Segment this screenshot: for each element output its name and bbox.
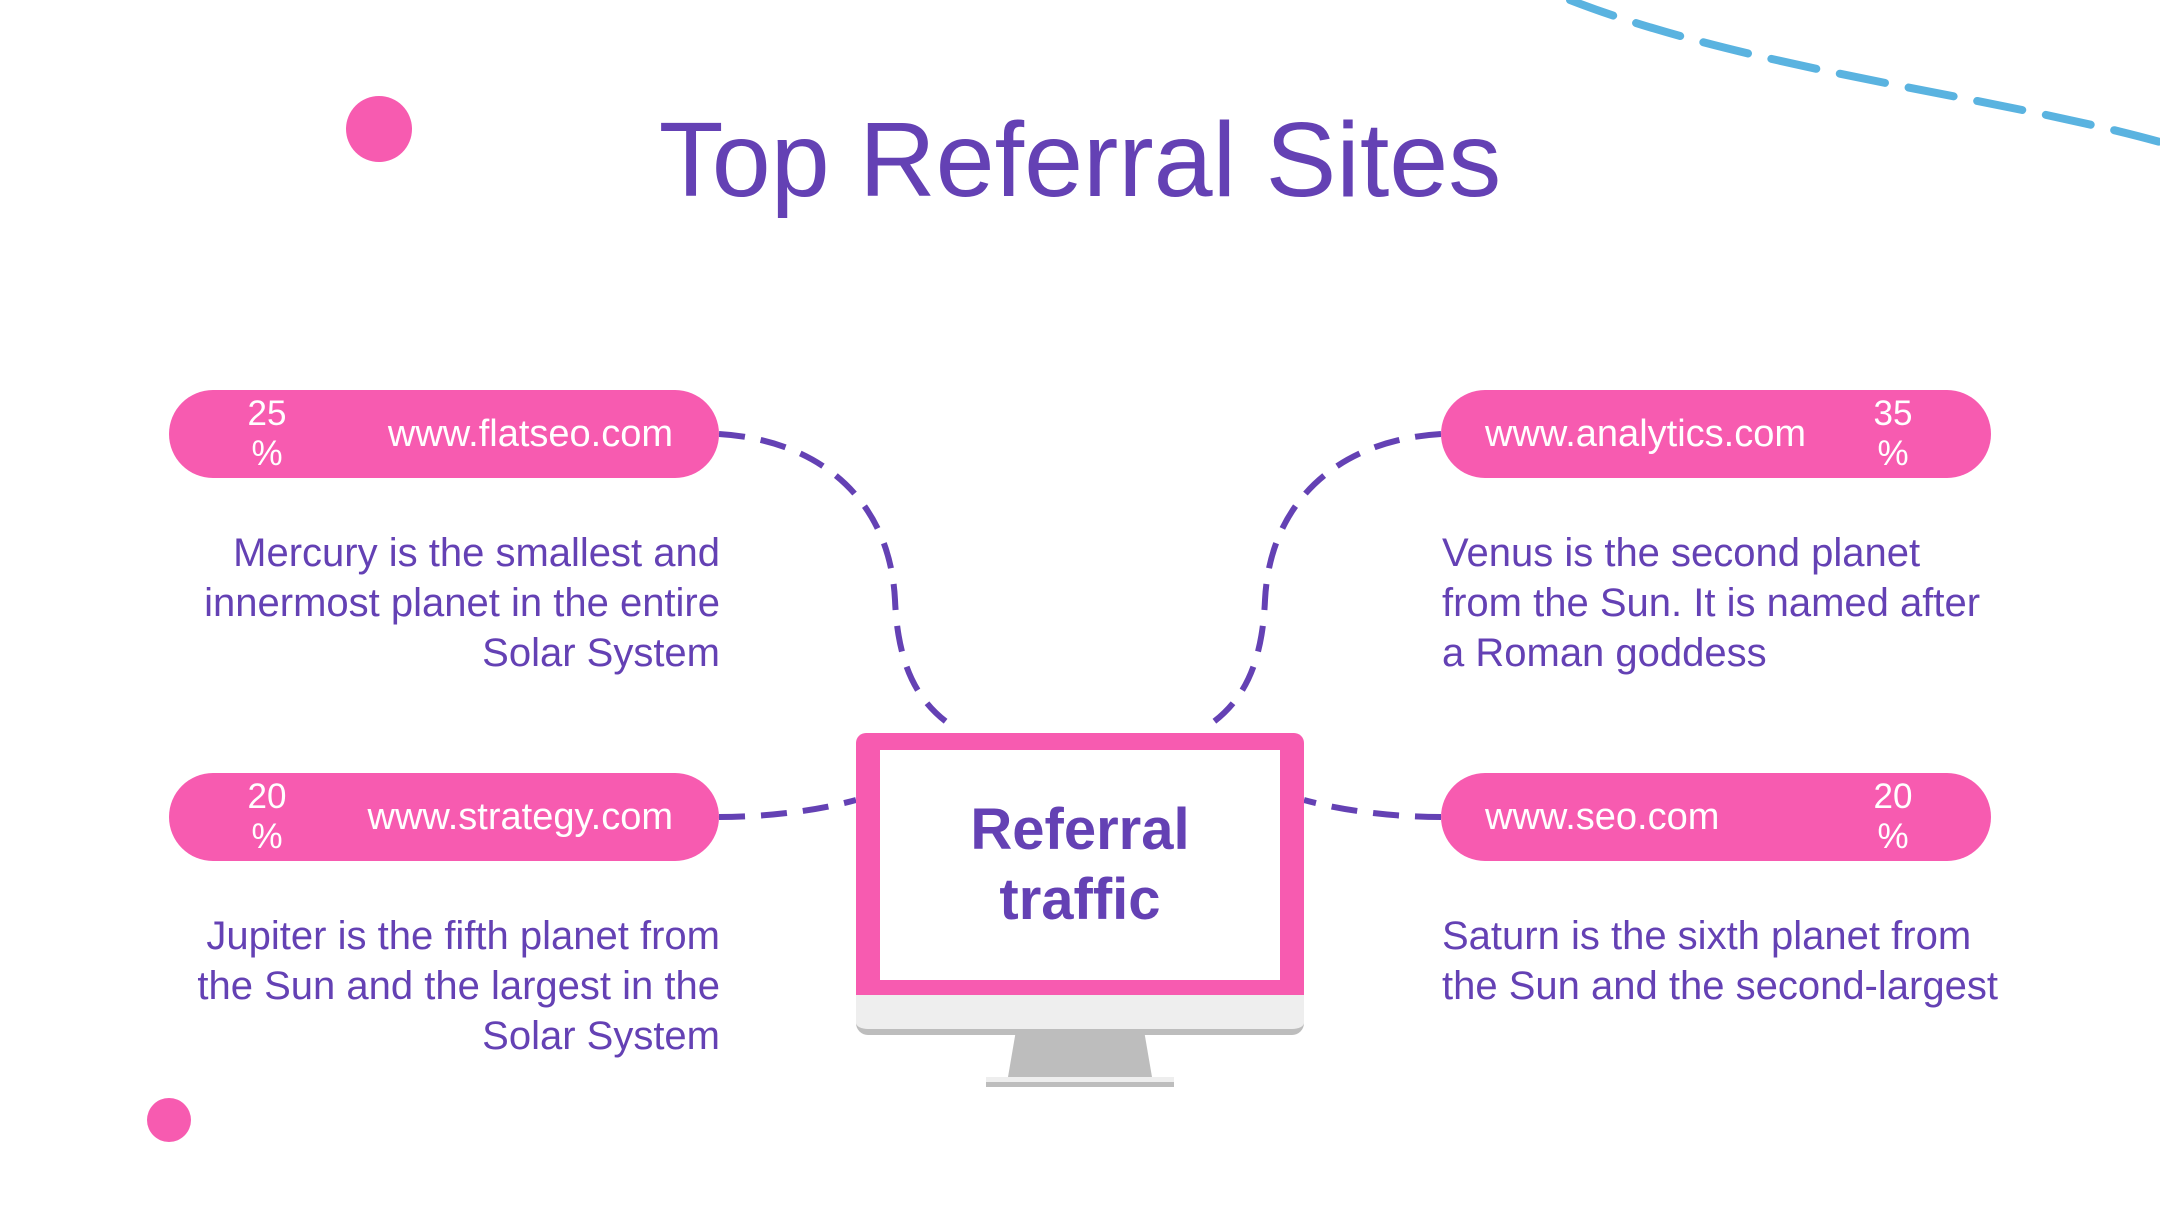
connector-top-left — [718, 431, 957, 731]
percent-label: 20 % — [247, 777, 287, 856]
decorative-dot-large — [346, 96, 412, 162]
monitor-base — [986, 1077, 1174, 1087]
site-pill-analytics: www.analytics.com 35 % — [1441, 390, 1991, 478]
connector-bottom-right — [1303, 797, 1442, 820]
site-url: www.seo.com — [1485, 796, 1720, 838]
monitor-frame: Referral traffic — [856, 733, 1304, 995]
center-label: Referral traffic — [970, 797, 1190, 932]
connector-top-right — [1203, 431, 1442, 731]
site-description: Venus is the second planet from the Sun.… — [1442, 531, 1981, 675]
monitor-stand — [1008, 1035, 1152, 1077]
decorative-dot-small — [147, 1098, 191, 1142]
percent-label: 35 % — [1873, 394, 1913, 473]
decorative-dashed-arc — [1566, 0, 2160, 146]
monitor-chin — [856, 995, 1304, 1035]
monitor-screen: Referral traffic — [880, 750, 1280, 980]
site-url: www.flatseo.com — [387, 413, 673, 455]
connector-bottom-left — [718, 797, 857, 820]
site-description: Saturn is the sixth planet from the Sun … — [1442, 914, 1998, 1008]
site-description: Mercury is the smallest and innermost pl… — [204, 531, 720, 675]
site-url: www.strategy.com — [367, 796, 673, 838]
site-pill-flatseo: 25 % www.flatseo.com — [169, 390, 719, 478]
site-pill-seo: www.seo.com 20 % — [1441, 773, 1991, 861]
site-url: www.analytics.com — [1485, 413, 1806, 455]
percent-label: 25 % — [247, 394, 287, 473]
site-pill-strategy: 20 % www.strategy.com — [169, 773, 719, 861]
site-description: Jupiter is the fifth planet from the Sun… — [197, 914, 720, 1058]
percent-label: 20 % — [1873, 777, 1913, 856]
page-title: Top Referral Sites — [658, 101, 1502, 219]
monitor-icon: Referral traffic — [856, 733, 1304, 1103]
